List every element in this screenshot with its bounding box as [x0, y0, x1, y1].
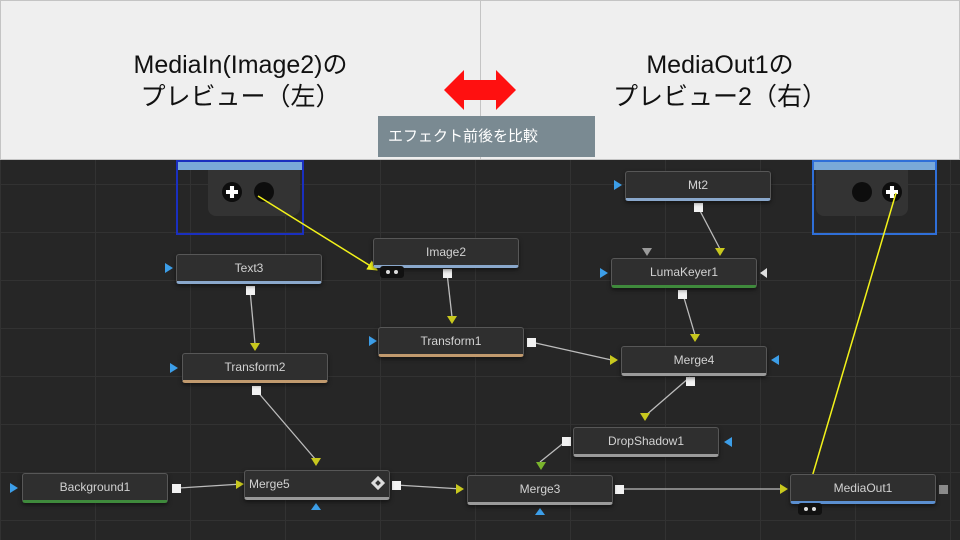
- node-mediaout1[interactable]: MediaOut1: [790, 474, 936, 504]
- node-background1[interactable]: Background1: [22, 473, 168, 503]
- lumakeyer1-output[interactable]: [678, 290, 687, 299]
- viewer-thumbnail-right[interactable]: [812, 160, 937, 235]
- preview-right-title: MediaOut1の プレビュー2（右）: [481, 49, 959, 113]
- transform2-output[interactable]: [252, 386, 261, 395]
- node-text3[interactable]: Text3: [176, 254, 322, 284]
- viewer-thumbnail-left[interactable]: [176, 160, 304, 235]
- preview-right-line2: プレビュー2（右）: [613, 83, 827, 111]
- node-lumakeyer1[interactable]: LumaKeyer1: [611, 258, 757, 288]
- preview-left-line1: MediaIn(Image2)の: [133, 51, 348, 79]
- node-merge5[interactable]: Merge5: [244, 470, 390, 500]
- transform1-output[interactable]: [527, 338, 536, 347]
- view-left-icon[interactable]: [852, 182, 872, 202]
- merge4-output[interactable]: [686, 377, 695, 386]
- thumbnail-right-body: [816, 170, 908, 216]
- node-merge3[interactable]: Merge3: [467, 475, 613, 505]
- node-merge5-label: Merge5: [249, 477, 290, 491]
- mediaout-viewer-indicator-icon[interactable]: [798, 503, 822, 515]
- node-transform2[interactable]: Transform2: [182, 353, 328, 383]
- image2-output[interactable]: [443, 269, 452, 278]
- dropshadow1-output[interactable]: [562, 437, 571, 446]
- thumbnail-right-bar: [814, 162, 935, 170]
- preview-left-title: MediaIn(Image2)の プレビュー（左）: [1, 49, 480, 113]
- background1-output[interactable]: [172, 484, 181, 493]
- thumbnail-left-body: [208, 170, 300, 216]
- view-right-active-icon[interactable]: [882, 182, 902, 202]
- text3-output[interactable]: [246, 286, 255, 295]
- node-transform1[interactable]: Transform1: [378, 327, 524, 357]
- mediaout1-output[interactable]: [939, 485, 948, 494]
- node-dropshadow1[interactable]: DropShadow1: [573, 427, 719, 457]
- preview-panel-left: MediaIn(Image2)の プレビュー（左）: [0, 0, 481, 160]
- merge3-output[interactable]: [615, 485, 624, 494]
- node-merge4[interactable]: Merge4: [621, 346, 767, 376]
- mt2-output[interactable]: [694, 203, 703, 212]
- view-right-icon[interactable]: [254, 182, 274, 202]
- view-left-active-icon[interactable]: [222, 182, 242, 202]
- thumbnail-left-bar: [178, 162, 302, 170]
- merge5-settings-icon[interactable]: [370, 475, 386, 491]
- viewer-indicator-icon[interactable]: [380, 266, 404, 278]
- node-image2[interactable]: Image2: [373, 238, 519, 268]
- node-mt2[interactable]: Mt2: [625, 171, 771, 201]
- preview-right-line1: MediaOut1の: [646, 51, 794, 79]
- merge5-output[interactable]: [392, 481, 401, 490]
- preview-left-line2: プレビュー（左）: [140, 83, 341, 111]
- double-arrow-icon: [444, 70, 516, 110]
- compare-caption: エフェクト前後を比較: [378, 116, 595, 157]
